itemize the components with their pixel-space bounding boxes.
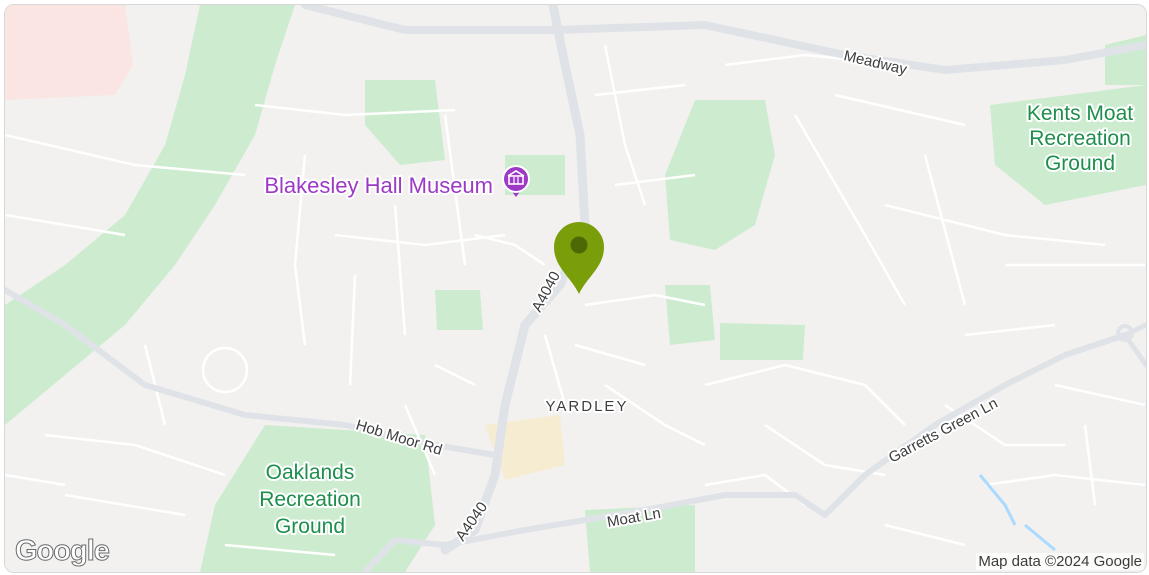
park-label-line: Oaklands bbox=[266, 461, 355, 484]
residential-area bbox=[5, 5, 133, 100]
poi-label-museum[interactable]: Blakesley Hall Museum bbox=[262, 171, 495, 200]
roundabout bbox=[201, 346, 249, 394]
park-label-line: Recreation bbox=[1029, 127, 1131, 150]
minor-streets bbox=[5, 44, 1146, 557]
google-logo[interactable]: Google bbox=[15, 535, 111, 568]
major-roads bbox=[5, 5, 1146, 572]
map-background bbox=[5, 5, 1146, 572]
area-label-yardley: YARDLEY bbox=[546, 398, 629, 415]
park-label-line: Recreation bbox=[259, 488, 361, 511]
roundabout bbox=[1116, 324, 1134, 342]
map-attribution[interactable]: Map data ©2024 Google bbox=[976, 553, 1144, 570]
park-label-line: Ground bbox=[275, 515, 345, 538]
park-label-line: Kents Moat bbox=[1027, 102, 1133, 125]
park-areas bbox=[5, 5, 1146, 572]
park-label-line: Ground bbox=[1045, 152, 1115, 175]
stream bbox=[978, 474, 1017, 526]
stream bbox=[1024, 523, 1056, 552]
location-pin-icon[interactable] bbox=[554, 222, 604, 294]
map-container[interactable]: Kents Moat Recreation Ground Oaklands Re… bbox=[4, 4, 1147, 573]
museum-icon[interactable] bbox=[502, 165, 530, 197]
map-canvas[interactable]: Kents Moat Recreation Ground Oaklands Re… bbox=[5, 5, 1146, 572]
